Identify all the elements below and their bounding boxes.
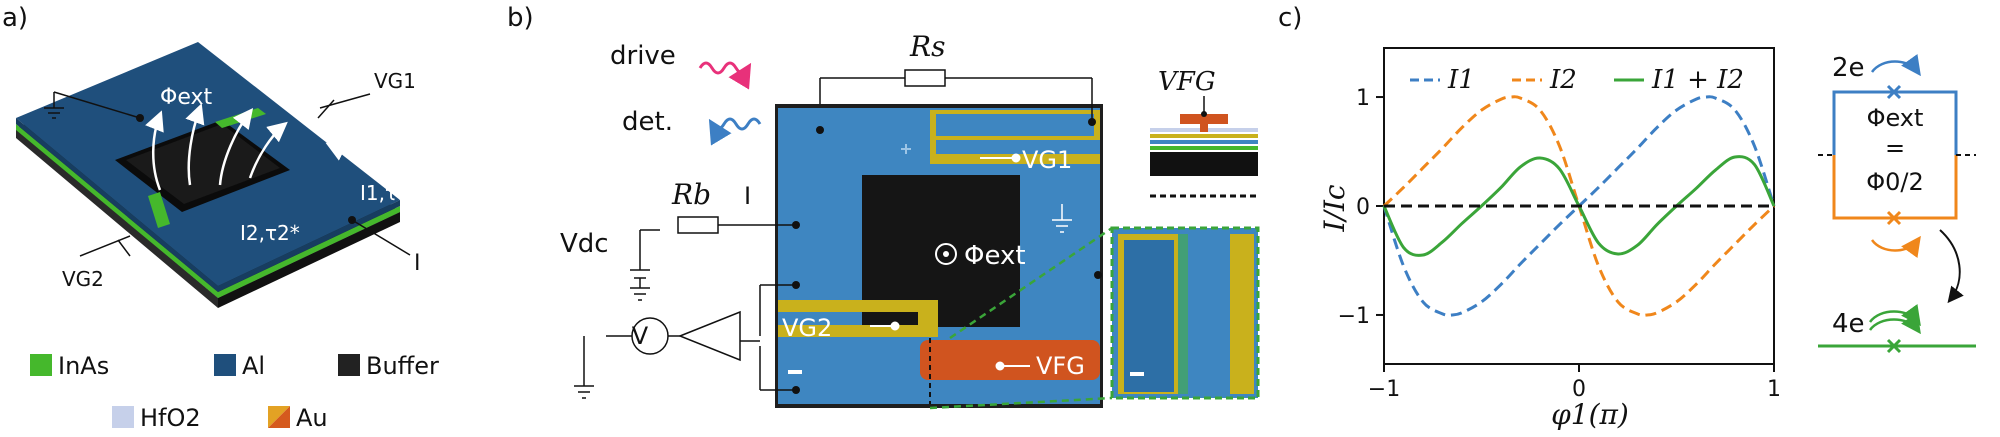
legend-label-buffer: Buffer [366,352,439,380]
current-label-b: I [744,182,751,210]
legend-swatch-hfo2 [112,406,134,428]
schematic-flux-top: Φext [1867,104,1924,132]
legend-label-au: Au [296,404,328,432]
x-tick-label: 0 [1572,377,1586,402]
vfg-label: VFG [1036,352,1085,380]
schematic-flux-bottom: Φ0/2 [1866,168,1924,196]
rs-label: Rs [909,30,945,63]
voltmeter-label: V [632,322,649,350]
gate1-label-a: VG1 [374,69,416,93]
junction1-label: I1,τ1* [360,181,420,205]
legend-swatch-inas [30,354,52,376]
legend-label-0: I1 [1447,65,1475,95]
panel-b: b) [507,3,1260,410]
drive-wave-icon [698,61,752,90]
panel-c-label: c) [1278,3,1302,33]
legend-label-hfo2: HfO2 [140,404,201,432]
drive-label: drive [610,41,676,71]
legend-label-1: I2 [1549,65,1577,95]
rs-resistor [904,69,946,87]
voltmeter-icon [631,317,669,355]
vdc-label: Vdc [560,229,609,259]
flux-label-b: Φext [964,241,1026,271]
legend-label-al: Al [242,352,265,380]
x-tick-label: 1 [1767,377,1781,402]
flux-label-a: Φext [160,85,212,110]
zoom-inset [929,226,1260,410]
rb-label: Rb [671,178,711,211]
y-tick-label: 1 [1356,86,1370,111]
current-label-a: I [414,251,421,276]
legend-swatch-buffer [338,354,360,376]
panel-a: a) [2,3,439,432]
junction2-label: I2,τ2* [240,221,300,245]
legend-label-inas: InAs [58,352,109,380]
x-axis-label: φ1(π) [1551,398,1629,431]
schematic-4e-label: 4e [1832,309,1865,339]
flux-symbol-icon [935,243,957,265]
cross-section-inset [1150,96,1258,198]
amplifier-icon [677,310,741,362]
detection-wave-icon [708,117,762,146]
device-3d [16,42,411,308]
material-legend: InAs Al Buffer HfO2 Au [30,352,439,432]
det-label: det. [622,107,673,137]
y-axis-label: I/Ic [1318,184,1351,233]
vfg-top-label: VFG [1158,67,1216,97]
junction-schematic [1818,53,1976,354]
legend-label-2: I1 + I2 [1651,65,1744,95]
rb-resistor [677,216,719,234]
panel-b-label: b) [507,3,534,33]
vg2-label: VG2 [782,314,832,342]
gate2-label-a: VG2 [62,267,104,291]
legend-swatch-al [214,354,236,376]
panel-c: c) −1 0 1 −1 0 1 I1 I2 I1 + I2 φ1(π) I/Ic 2e [1278,3,1976,431]
schematic-equals: = [1885,134,1905,162]
schematic-2e-label: 2e [1832,53,1865,83]
current-phase-chart: −1 0 1 −1 0 1 I1 I2 I1 + I2 [1338,47,1781,402]
y-tick-label: −1 [1338,304,1370,329]
panel-a-label: a) [2,3,28,33]
y-tick-label: 0 [1356,195,1370,220]
vg1-label: VG1 [1022,146,1072,174]
x-tick-label: −1 [1368,377,1400,402]
